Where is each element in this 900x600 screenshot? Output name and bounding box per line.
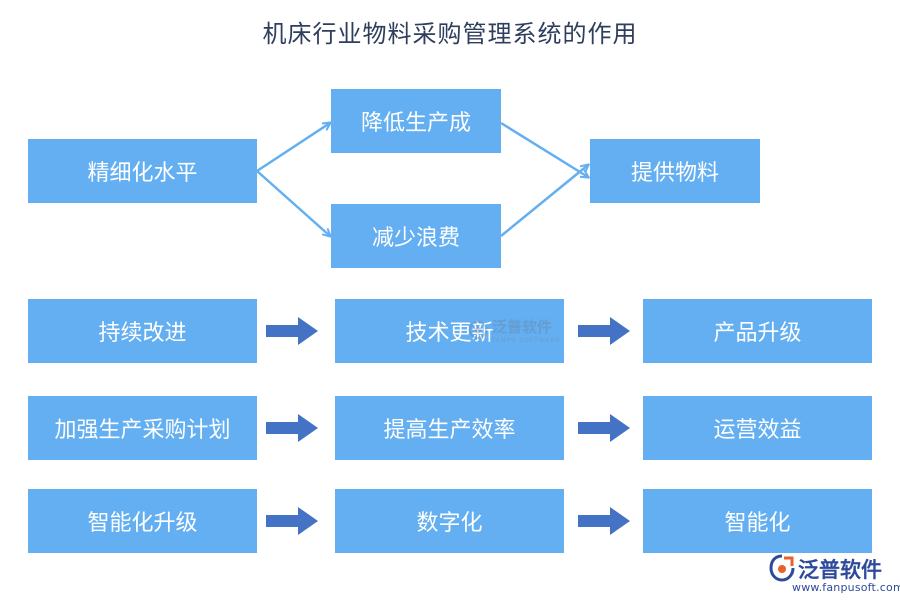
brand-logo: 泛普软件 www.fanpusoft.com: [768, 552, 900, 596]
row-3-arrow-2: [578, 507, 630, 535]
row-1-arrow-2: [578, 317, 630, 345]
row-2-box-3: 运营效益: [643, 396, 872, 460]
page-title: 机床行业物料采购管理系统的作用: [262, 20, 638, 48]
connector-lower-to-right: [500, 165, 588, 237]
row-3-box-1-label: 智能化升级: [87, 511, 198, 536]
row-1-box-1: 持续改进: [28, 299, 257, 363]
row-1-box-3: 产品升级: [643, 299, 872, 363]
row-2-box-2-label: 提高生产效率: [383, 418, 516, 443]
row-1-box-2: 技术更新: [335, 299, 564, 363]
row-2-box-1-label: 加强生产采购计划: [54, 418, 231, 443]
row-3-arrow-1: [266, 507, 318, 535]
flow-box-upper-label: 降低生产成: [360, 111, 471, 136]
flow-box-left-label: 精细化水平: [87, 161, 198, 186]
flow-box-right: 提供物料: [590, 139, 760, 203]
row-2-box-3-label: 运营效益: [713, 418, 802, 443]
connector-upper-to-right: [500, 121, 588, 177]
row-2-box-2: 提高生产效率: [335, 396, 564, 460]
flow-box-lower-label: 减少浪费: [371, 226, 460, 251]
brand-logo-url: www.fanpusoft.com: [792, 581, 900, 594]
flow-box-upper: 降低生产成: [331, 89, 501, 153]
row-3-box-2-label: 数字化: [416, 511, 483, 536]
row-2-box-1: 加强生产采购计划: [28, 396, 257, 460]
row-1-box-2-label: 技术更新: [405, 321, 494, 346]
row-3-box-2: 数字化: [335, 489, 564, 553]
row-1-box-3-label: 产品升级: [713, 321, 802, 346]
flow-box-lower: 减少浪费: [331, 204, 501, 268]
row-3-box-3-label: 智能化: [724, 511, 791, 536]
row-2-arrow-1: [266, 414, 318, 442]
row-1-box-1-label: 持续改进: [98, 321, 187, 346]
flow-box-right-label: 提供物料: [630, 161, 719, 186]
brand-logo-name: 泛普软件: [798, 558, 882, 582]
flow-box-left: 精细化水平: [28, 139, 257, 203]
row-3-box-3: 智能化: [643, 489, 872, 553]
row-2-arrow-2: [578, 414, 630, 442]
brand-logo-icon: [769, 554, 795, 582]
row-1-arrow-1: [266, 317, 318, 345]
row-3-box-1: 智能化升级: [28, 489, 257, 553]
connector-left-to-upper: [256, 123, 330, 173]
connector-left-to-lower: [256, 170, 330, 236]
